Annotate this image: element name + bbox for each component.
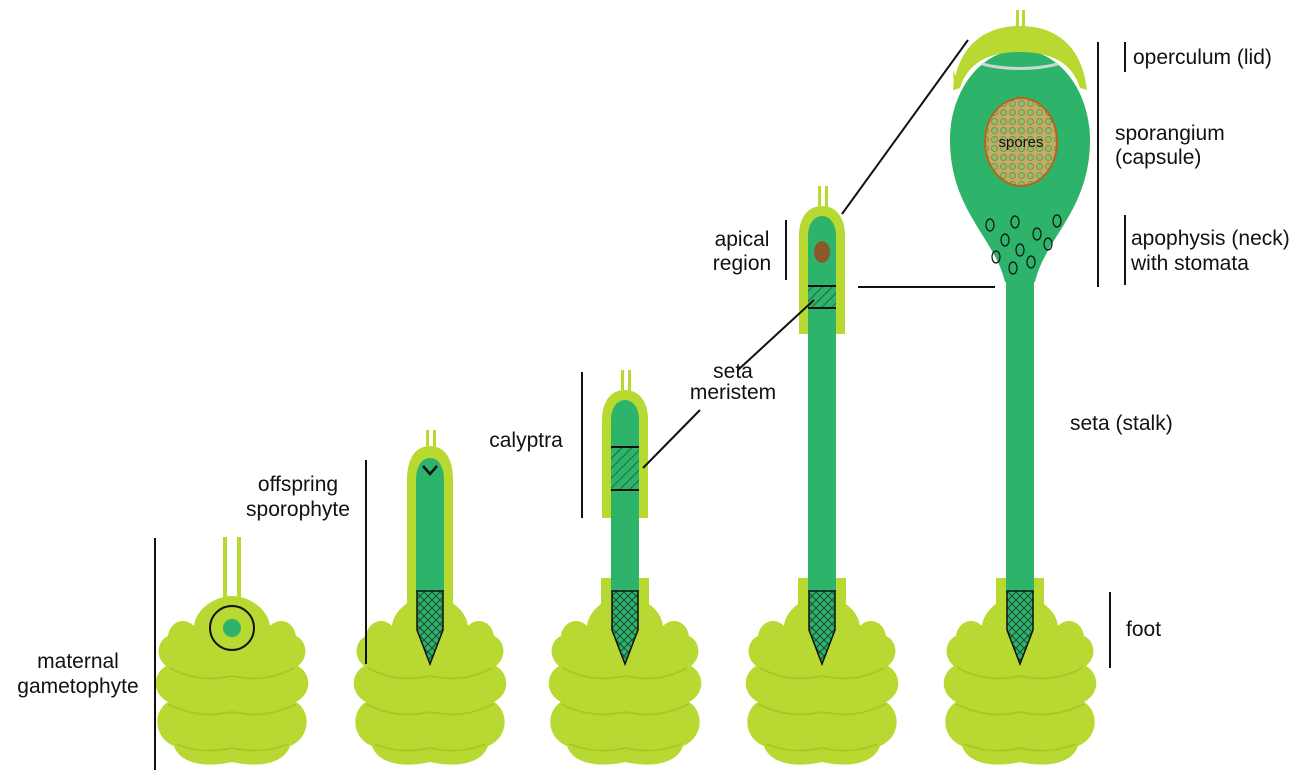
neck-channel-1b bbox=[237, 537, 241, 617]
sporophyte-body-2 bbox=[416, 458, 444, 592]
sporangium-label-line2: (capsule) bbox=[1115, 146, 1201, 169]
pointer-seta-meristem-1 bbox=[643, 410, 700, 468]
apophysis-label-line2: with stomata bbox=[1130, 252, 1249, 275]
apical-region-label-line1: apical bbox=[715, 228, 770, 251]
zoom-line-top bbox=[842, 40, 968, 214]
offspring-label-line2: sporophyte bbox=[246, 498, 350, 521]
seta-meristem-label-line1: seta bbox=[713, 360, 753, 383]
sporangium-label-line1: sporangium bbox=[1115, 122, 1225, 145]
maternal-label-line2: gametophyte bbox=[17, 675, 138, 698]
stage-3-sporophyte bbox=[549, 370, 702, 765]
apical-dot-4 bbox=[814, 241, 830, 263]
seta-meristem-3 bbox=[611, 447, 639, 490]
apical-region-label-line2: region bbox=[713, 252, 771, 275]
seta-meristem-label-line2: meristem bbox=[690, 381, 776, 404]
offspring-label-line1: offspring bbox=[258, 473, 338, 496]
calyptra-label: calyptra bbox=[489, 429, 563, 452]
stage-1-gametophyte bbox=[156, 537, 309, 765]
foot-label: foot bbox=[1126, 618, 1161, 641]
sporophyte-body-3 bbox=[611, 400, 639, 592]
seta-meristem-4 bbox=[808, 286, 836, 308]
seta-label: seta (stalk) bbox=[1070, 412, 1173, 435]
spores-label: spores bbox=[998, 134, 1043, 151]
neck-channel-1 bbox=[223, 537, 227, 617]
zygote bbox=[223, 619, 241, 637]
stage-5-mature-sporophyte: spores bbox=[944, 10, 1097, 765]
sporophyte-body-4 bbox=[808, 216, 836, 592]
stage-2-young-sporophyte bbox=[354, 430, 507, 765]
seta-5 bbox=[1006, 270, 1034, 594]
maternal-label-line1: maternal bbox=[37, 650, 119, 673]
apophysis-label-line1: apophysis (neck) bbox=[1131, 227, 1290, 250]
operculum-label: operculum (lid) bbox=[1133, 46, 1272, 69]
